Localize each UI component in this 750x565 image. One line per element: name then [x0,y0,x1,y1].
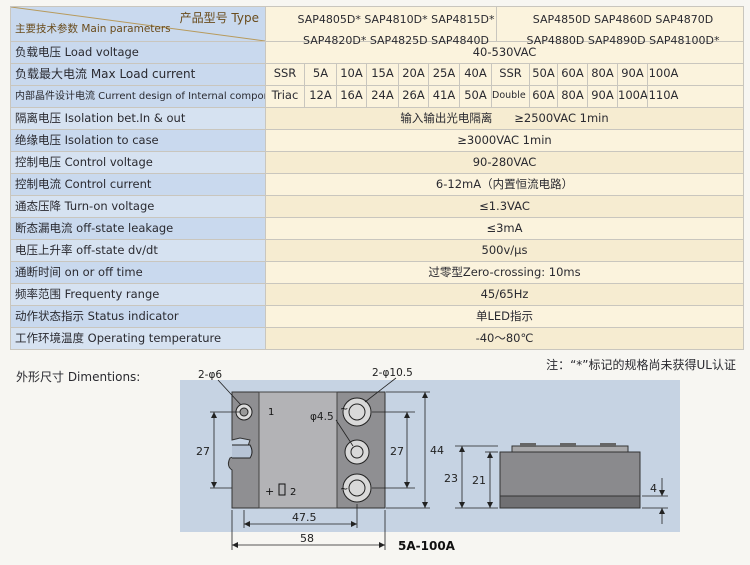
row-value: 45/65Hz [265,283,744,306]
dim-side-23: 23 [444,472,458,485]
row-label: 控制电流 Control current [10,173,266,196]
dim-58: 58 [300,532,314,545]
row-label: 内部晶件设计电流 Current design of Internal comp… [10,85,266,108]
current-cell: 15A [366,64,398,85]
dim-side-21: 21 [472,474,486,487]
header-diagonal [11,7,265,41]
row-label: 工作环境温度 Operating temperature [10,327,266,350]
row-label: 动作状态指示 Status indicator [10,305,266,328]
model-name: SAP4850D [532,13,591,26]
row-value: -40～80℃ [265,327,744,350]
current-cell: 50A [529,64,557,85]
current-cell: 60A [529,86,557,107]
hole-mid-label: φ4.5 [310,411,334,423]
model-name: SAP4815D* [431,13,495,26]
terminal-2 [342,473,372,503]
model-name: SAP4810D* [364,13,428,26]
terminal-label-2: 2 [290,487,296,498]
row-label: 负载电压 Load voltage [10,41,266,64]
dimensions-title: 外形尺寸 Dimentions: [16,370,141,384]
current-cell: 100A [617,86,647,107]
header-param-cell: 产品型号 Type 主要技术参数 Main parameters [10,6,266,42]
row-value: 单LED指示 [265,305,744,328]
current-cell: 10A [336,64,366,85]
row-label: 通态压降 Turn-on voltage [10,195,266,218]
terminal-label-tilde-bottom: ~ [340,484,348,495]
model-name: SAP4805D* [297,13,361,26]
model-name: SAP4880D [526,34,585,47]
current-cell: 90A [587,86,617,107]
ul-note: 注：“*”标记的规格尚未获得UL认证 [546,358,736,372]
terminal-label-plus: + [265,485,274,498]
current-cell: 50A [459,86,491,107]
model-name: SAP4820D* [303,34,367,47]
current-cell: 60A [557,64,587,85]
row-label: 控制电压 Control voltage [10,151,266,174]
terminal-mid [344,439,370,465]
current-cell: Double RC [491,86,529,107]
dim-47-5: 47.5 [292,511,317,524]
row-value: ≥3000VAC 1min [265,129,744,152]
dimension-lines [210,377,430,550]
model-name: SAP48100D* [649,34,720,47]
row-label: 负载最大电流 Max Load current [10,63,266,86]
dim-side-4: 4 [650,482,657,495]
current-cell: 16A [336,86,366,107]
current-cell: 110A [647,86,679,107]
model-name: SAP4860D [594,13,652,26]
model-name: SAP4825D [369,34,428,47]
terminal-label-tilde-top: ~ [340,404,348,415]
model-name: SAP4870D [655,13,714,26]
current-cell: 100A [647,64,679,85]
model-name: SAP4890D [587,34,646,47]
terminal-label-1: 1 [268,407,274,418]
dim-27-left: 27 [196,445,210,458]
current-cell: 90A [617,64,647,85]
models-group-2: SAP4850D SAP4860D SAP4870D SAP4880D SAP4… [496,7,743,47]
row-label: 频率范围 Frequenty range [10,283,266,306]
dim-44: 44 [430,444,444,457]
current-cell: 26A [398,86,428,107]
current-cell: 20A [398,64,428,85]
terminal-1 [342,397,372,427]
model-header-cell: SAP4805D* SAP4810D* SAP4815D* SAP4820D* … [265,6,744,47]
current-cell: 5A [304,64,336,85]
type-label: 产品型号 Type [179,11,259,25]
current-cell: 41A [428,86,459,107]
current-cell: Triac [271,88,299,102]
row-value: 40-530VAC [265,41,744,64]
row-value: ≤3mA [265,217,744,240]
row-label: 通断时间 on or off time [10,261,266,284]
dim-27-right: 27 [390,445,404,458]
row-label: 断态漏电流 off-state leakage [10,217,266,240]
hole-large-label: 2-φ10.5 [372,367,413,379]
row-label: 隔离电压 Isolation bet.In & out [10,107,266,130]
hole-small-label: 2-φ6 [198,369,222,381]
row-value: 500v/μs [265,239,744,262]
relay-side-view [499,443,641,509]
current-cell: SSR [491,64,529,85]
relay-top-view: 1 + 2 ~ ~ [227,391,386,509]
current-cell: SSR [273,66,297,80]
current-cell: 80A [587,64,617,85]
range-label: 5A-100A [398,539,456,553]
current-cell: 25A [428,64,459,85]
spec-table: 产品型号 Type 主要技术参数 Main parameters SAP4805… [10,6,744,350]
current-cell: 24A [366,86,398,107]
params-label: 主要技术参数 Main parameters [15,23,171,35]
current-cell: 40A [459,64,491,85]
current-cell: 12A [304,86,336,107]
row-value: 90-280VAC [265,151,744,174]
current-cell: 80A [557,86,587,107]
